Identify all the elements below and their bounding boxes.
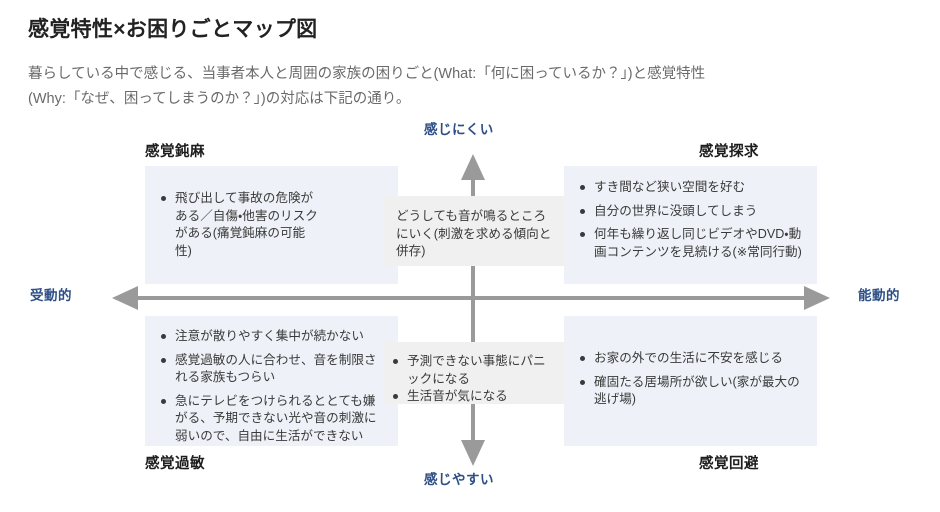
- quadrant-top-left-panel: 飛び出して事故の危険がある／自傷・他害のリスクがある(痛覚鈍麻の可能性): [145, 166, 398, 284]
- arrow-head-left: [112, 286, 138, 310]
- axis-label-top: 感じにくい: [424, 122, 494, 137]
- lead-line-1: 暮らしている中で感じる、当事者本人と周囲の家族の困りごと(What:「何に困って…: [28, 66, 706, 82]
- list-item: お家の外での生活に不安を感じる: [578, 350, 807, 368]
- list-item: 飛び出して事故の危険がある／自傷・他害のリスクがある(痛覚鈍麻の可能性): [159, 190, 320, 260]
- sensory-map-diagram: 飛び出して事故の危険がある／自傷・他害のリスクがある(痛覚鈍麻の可能性) すき間…: [0, 118, 940, 500]
- list-item: 感覚過敏の人に合わせ、音を制限される家族もつらい: [159, 352, 386, 387]
- quadrant-bottom-left-panel: 注意が散りやすく集中が続かない 感覚過敏の人に合わせ、音を制限される家族もつらい…: [145, 316, 398, 446]
- lead-paragraph: 暮らしている中で感じる、当事者本人と周囲の家族の困りごと(What:「何に困って…: [28, 62, 908, 112]
- center-box-bottom: 予測できない事態にパニックになる 生活音が気になる: [383, 342, 565, 404]
- list-item: すき間など狭い空間を好む: [578, 179, 807, 197]
- bullet-list: 予測できない事態にパニックになる 生活音が気になる: [391, 353, 557, 406]
- center-box-top: どうしても音が鳴るところにいく(刺激を求める傾向と併存): [383, 196, 565, 266]
- quadrant-bottom-left-content: 注意が散りやすく集中が続かない 感覚過敏の人に合わせ、音を制限される家族もつらい…: [159, 328, 386, 445]
- list-item: 自分の世界に没頭してしまう: [578, 203, 807, 221]
- quadrant-top-right-content: すき間など狭い空間を好む 自分の世界に没頭してしまう 何年も繰り返し同じビデオや…: [578, 179, 807, 261]
- arrow-head-down: [461, 440, 485, 466]
- axis-label-bottom: 感じやすい: [424, 472, 494, 487]
- quadrant-label-top-right: 感覚探求: [699, 144, 759, 160]
- page-title: 感覚特性×お困りごとマップ図: [28, 18, 318, 41]
- bullet-list: お家の外での生活に不安を感じる 確固たる居場所が欲しい(家が最大の逃げ場): [578, 350, 807, 409]
- axis-label-left: 受動的: [30, 288, 72, 303]
- quadrant-label-bottom-right: 感覚回避: [699, 456, 759, 472]
- axis-label-right: 能動的: [858, 288, 900, 303]
- arrow-head-up: [461, 154, 485, 180]
- bullet-list: 注意が散りやすく集中が続かない 感覚過敏の人に合わせ、音を制限される家族もつらい…: [159, 328, 386, 445]
- list-item: 予測できない事態にパニックになる: [391, 353, 557, 388]
- quadrant-bottom-right-panel: お家の外での生活に不安を感じる 確固たる居場所が欲しい(家が最大の逃げ場): [564, 316, 817, 446]
- quadrant-label-bottom-left: 感覚過敏: [145, 456, 205, 472]
- bullet-list: すき間など狭い空間を好む 自分の世界に没頭してしまう 何年も繰り返し同じビデオや…: [578, 179, 807, 261]
- list-item: 何年も繰り返し同じビデオやDVD・動画コンテンツを見続ける(※常同行動): [578, 226, 807, 261]
- center-box-top-text: どうしても音が鳴るところにいく(刺激を求める傾向と併存): [396, 209, 552, 258]
- quadrant-bottom-right-content: お家の外での生活に不安を感じる 確固たる居場所が欲しい(家が最大の逃げ場): [578, 350, 807, 409]
- bullet-list: 飛び出して事故の危険がある／自傷・他害のリスクがある(痛覚鈍麻の可能性): [159, 190, 320, 260]
- quadrant-top-left-content: 飛び出して事故の危険がある／自傷・他害のリスクがある(痛覚鈍麻の可能性): [159, 190, 320, 260]
- arrow-head-right: [804, 286, 830, 310]
- list-item: 注意が散りやすく集中が続かない: [159, 328, 386, 346]
- list-item: 急にテレビをつけられるととても嫌がる、予期できない光や音の刺激に弱いので、自由に…: [159, 393, 386, 446]
- lead-line-2: (Why:「なぜ、困ってしまうのか？」)の対応は下記の通り。: [28, 91, 411, 107]
- center-box-bottom-content: 予測できない事態にパニックになる 生活音が気になる: [391, 353, 557, 406]
- list-item: 生活音が気になる: [391, 388, 557, 406]
- quadrant-label-top-left: 感覚鈍麻: [145, 144, 205, 160]
- list-item: 確固たる居場所が欲しい(家が最大の逃げ場): [578, 374, 807, 409]
- quadrant-top-right-panel: すき間など狭い空間を好む 自分の世界に没頭してしまう 何年も繰り返し同じビデオや…: [564, 166, 817, 284]
- horizontal-axis-arrow: [112, 286, 830, 310]
